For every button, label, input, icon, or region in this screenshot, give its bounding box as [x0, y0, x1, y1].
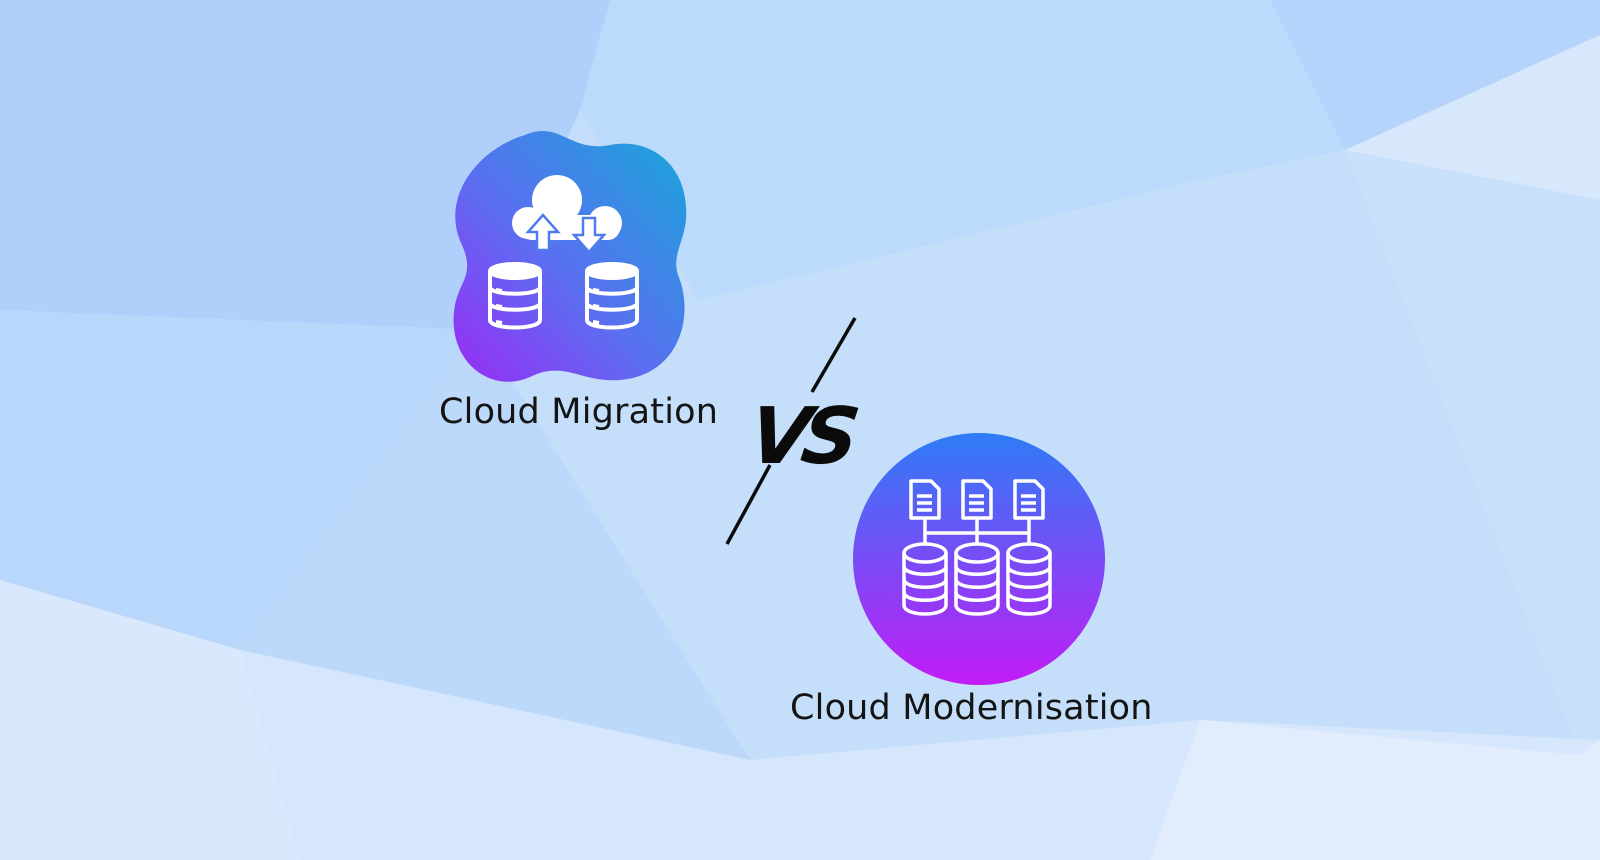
divider-slash-bottom [725, 464, 772, 545]
upload-arrow-icon [525, 213, 561, 252]
document-icon [961, 479, 993, 520]
database-icon [902, 542, 948, 616]
circle-shape [853, 433, 1105, 685]
document-icon [909, 479, 941, 520]
versus-divider: VS [722, 312, 862, 552]
cloud-modernisation-icon [852, 432, 1106, 686]
database-icon [488, 262, 542, 330]
download-arrow-icon [571, 216, 607, 254]
cloud-migration-caption: Cloud Migration [439, 392, 719, 432]
divider-slash-top [810, 317, 857, 393]
database-icon [1006, 542, 1052, 616]
document-icon [1013, 479, 1045, 520]
cloud-migration-icon [450, 125, 706, 390]
database-icon [585, 262, 639, 330]
database-icon [954, 542, 1000, 616]
vs-label: VS [743, 392, 857, 482]
cloud-modernisation-caption: Cloud Modernisation [790, 688, 1153, 728]
blob-shape [453, 131, 687, 382]
